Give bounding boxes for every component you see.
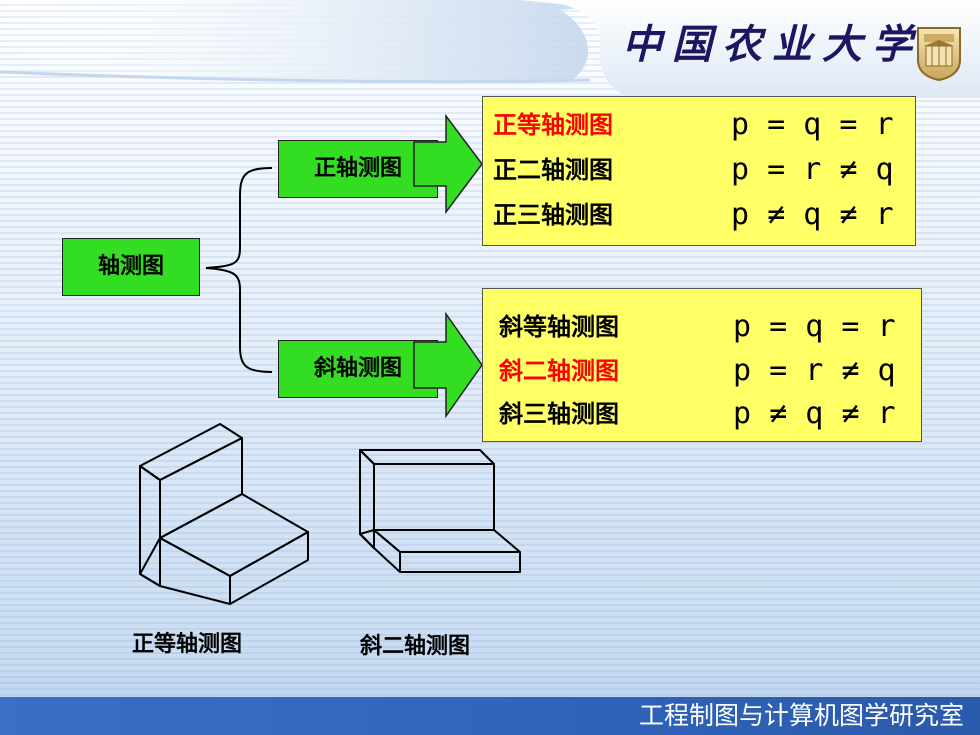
projection-name: 斜等轴测图	[499, 313, 619, 341]
footer-bar: 工程制图与计算机图学研究室	[0, 697, 980, 735]
coefficient-formula: p = q = r	[733, 309, 896, 344]
projection-name: 正二轴测图	[493, 156, 613, 184]
oblique-l-block-drawing	[359, 449, 521, 573]
coefficient-formula: p = q = r	[731, 107, 894, 142]
coefficient-formula: p = r ≠ q	[733, 353, 896, 388]
coefficient-formula: p ≠ q ≠ r	[731, 197, 894, 232]
root-node: 轴测图	[62, 238, 200, 296]
projection-name: 正三轴测图	[493, 201, 613, 229]
info-row: 斜等轴测图 p = q = r	[499, 307, 919, 347]
info-row: 正等轴测图 p = q = r	[493, 105, 913, 145]
brace-connector	[205, 167, 273, 373]
arrow-right-icon	[413, 312, 483, 418]
info-row: 正二轴测图 p = r ≠ q	[493, 150, 913, 190]
isometric-l-block-drawing	[139, 423, 309, 605]
info-row: 斜三轴测图 p ≠ q ≠ r	[499, 394, 919, 434]
right-figure-caption: 斜二轴测图	[360, 634, 471, 659]
left-figure-caption: 正等轴测图	[132, 632, 243, 657]
zheng-info-box: 正等轴测图 p = q = r 正二轴测图 p = r ≠ q 正三轴测图 p …	[482, 96, 916, 246]
university-name: 中国农业大学	[622, 21, 922, 68]
arrow-right-icon	[413, 114, 483, 214]
info-row: 正三轴测图 p ≠ q ≠ r	[493, 195, 913, 235]
info-row: 斜二轴测图 p = r ≠ q	[499, 351, 919, 391]
xie-info-box: 斜等轴测图 p = q = r 斜二轴测图 p = r ≠ q 斜三轴测图 p …	[482, 288, 922, 442]
university-emblem-icon	[917, 27, 961, 82]
branch-node-zheng: 正轴测图	[278, 140, 438, 198]
footer-text: 工程制图与计算机图学研究室	[638, 701, 964, 730]
coefficient-formula: p = r ≠ q	[731, 152, 894, 187]
projection-name: 斜二轴测图	[499, 357, 619, 385]
coefficient-formula: p ≠ q ≠ r	[733, 396, 896, 431]
header-swoosh	[0, 0, 980, 98]
projection-name: 斜三轴测图	[499, 400, 619, 428]
branch-node-xie: 斜轴测图	[278, 340, 438, 398]
projection-name: 正等轴测图	[493, 111, 613, 139]
